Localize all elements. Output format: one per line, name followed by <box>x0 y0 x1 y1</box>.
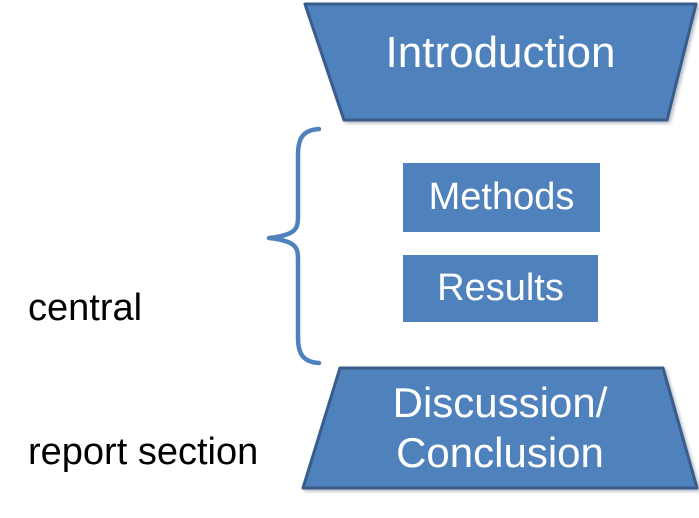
central-report-section-annotation: central report section <box>28 188 258 518</box>
methods-shape <box>403 163 600 232</box>
introduction-label: Introduction <box>385 28 616 77</box>
discussion-conclusion-shape <box>301 366 699 490</box>
discussion-label-line1: Discussion/ <box>392 379 608 426</box>
results-label: Results <box>437 267 564 309</box>
results-shape <box>403 255 598 322</box>
methods-label: Methods <box>428 176 575 218</box>
left-curly-brace-icon <box>266 126 322 366</box>
annotation-line1: central <box>28 287 143 329</box>
introduction-shape <box>303 2 698 122</box>
discussion-conclusion-label: Discussion/ Conclusion <box>303 368 697 488</box>
discussion-label-line2: Conclusion <box>396 429 604 476</box>
annotation-line2: report section <box>28 431 259 473</box>
